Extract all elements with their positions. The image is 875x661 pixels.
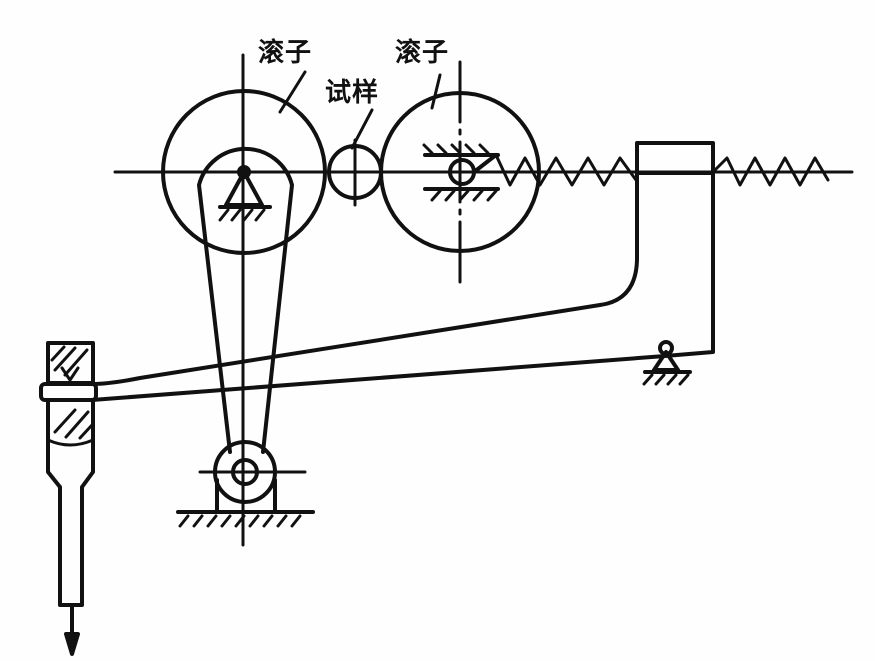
loading-lever	[90, 170, 715, 402]
load-grip	[39, 341, 98, 607]
left-roller	[161, 89, 327, 255]
left-pivot-support-icon	[218, 165, 272, 222]
label-specimen: 试样	[325, 78, 380, 108]
spring-right	[711, 156, 830, 187]
label-roller-left: 滚子	[258, 38, 313, 68]
bottom-pivot-support-icon	[176, 440, 315, 528]
leader-specimen	[350, 108, 374, 150]
slider-block	[635, 141, 715, 175]
swing-lever	[197, 146, 294, 454]
right-roller	[379, 91, 541, 253]
leader-roller-left	[278, 70, 307, 114]
right-pivot-support-icon	[642, 340, 692, 386]
leader-roller-right	[430, 73, 442, 110]
label-roller-right: 滚子	[395, 38, 450, 68]
load-arrow-icon	[64, 603, 80, 656]
right-slider-guide-icon	[422, 143, 500, 202]
spring-left	[494, 153, 638, 187]
